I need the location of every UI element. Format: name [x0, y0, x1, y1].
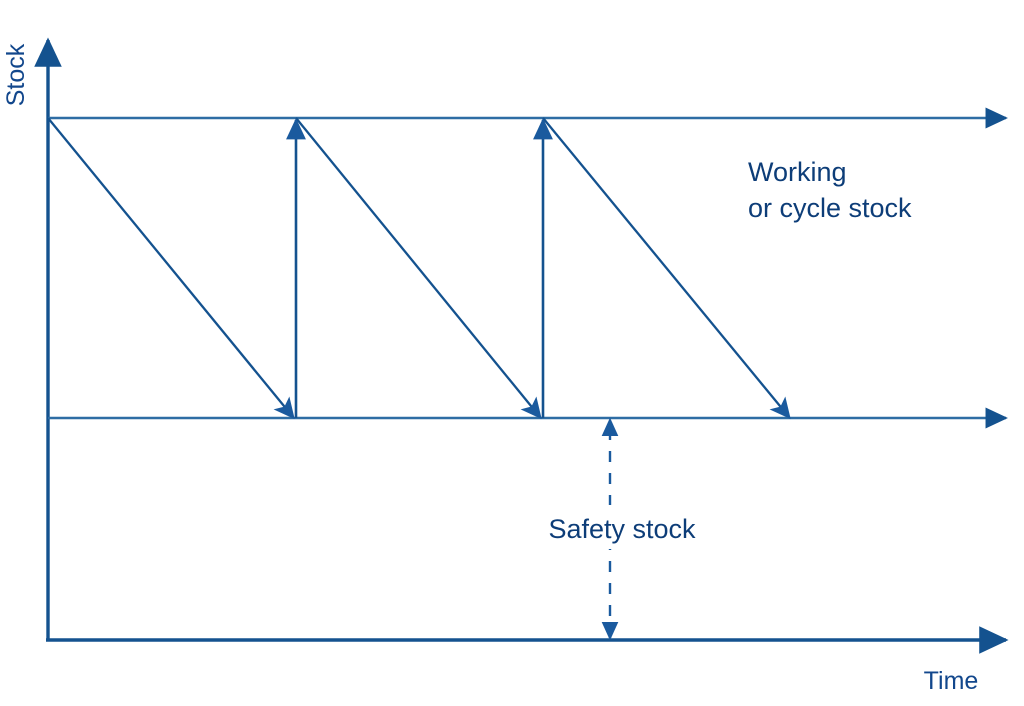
- safety-stock-annotation: Safety stock: [548, 514, 696, 544]
- chart-axes: [34, 37, 1009, 654]
- replenishment-arrows: [286, 118, 553, 418]
- safety-stock-label-backdrop: [536, 505, 708, 549]
- x-axis-label: Time: [924, 667, 979, 695]
- y-axis-label: Stock: [2, 43, 30, 106]
- working-stock-annotation-line2: or cycle stock: [748, 193, 912, 223]
- consumption-arrow-2: [295, 117, 542, 420]
- safety-stock-measure: [536, 417, 708, 641]
- consumption-arrow-3: [542, 117, 791, 420]
- working-stock-annotation-line1: Working: [748, 157, 847, 187]
- chart-text-labels: Stock Time Working or cycle stock Safety…: [2, 43, 978, 695]
- consumption-arrow-1: [47, 117, 295, 420]
- consumption-arrows: [47, 117, 791, 420]
- stock-level-lines: [48, 107, 1008, 429]
